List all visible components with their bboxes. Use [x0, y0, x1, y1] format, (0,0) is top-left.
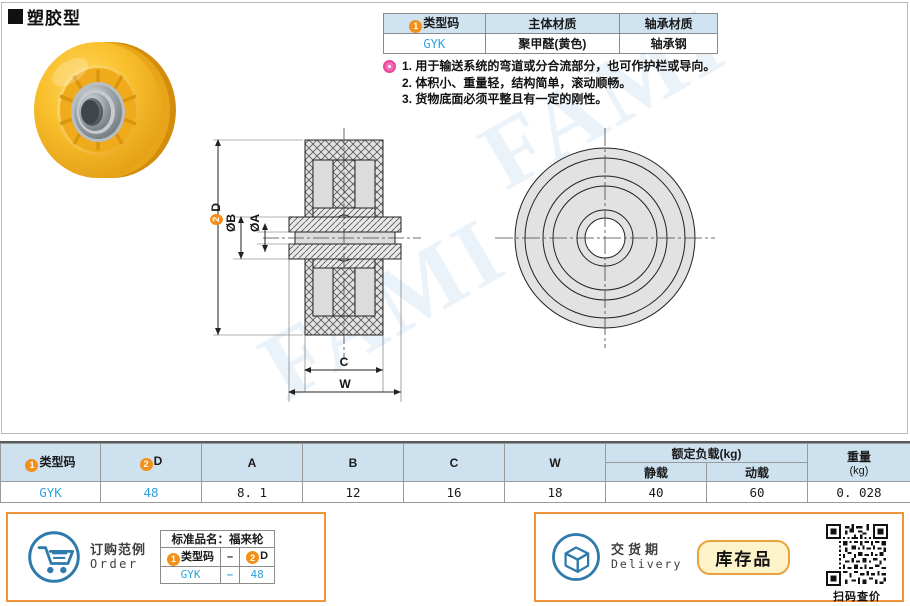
marker-1-icon: 1	[409, 19, 423, 33]
product-photo	[12, 28, 202, 188]
spec-cell-c: 16	[403, 481, 505, 503]
order-label-en: Order	[90, 556, 139, 571]
spec-table-top-border	[0, 441, 910, 444]
note-item-3: 3. 货物底面必须平整且有一定的刚性。	[402, 92, 608, 106]
spec-header-load-dynamic: 动载	[706, 462, 808, 482]
material-value-type-code: GYK	[383, 33, 486, 54]
material-header-body-material: 主体材质	[484, 13, 621, 34]
marker-2-icon: 2	[209, 213, 223, 225]
note-item-1: 1. 用于输送系统的弯道或分合流部分，也可作护栏或导向。	[402, 59, 716, 73]
marker-2-icon: 2	[139, 457, 153, 471]
marker-2-icon: 2	[246, 551, 260, 565]
spec-cell-w: 18	[504, 481, 606, 503]
note-item-2: 2. 体积小、重量轻，结构简单，滚动顺畅。	[402, 75, 632, 90]
order-value-d: 48	[239, 565, 276, 584]
order-table-title: 标准品名：福来轮	[160, 530, 276, 549]
spec-header-b: B	[302, 443, 404, 482]
table-row: GYK 48 8. 1 12 16 18 40 60 0. 028	[0, 481, 910, 503]
delivery-label-en: Delivery	[611, 556, 683, 571]
wheel-photo-image	[34, 42, 176, 178]
spec-header-weight: 重量 (kg)	[807, 443, 910, 482]
order-label-cn: 订购范例	[90, 541, 147, 557]
status-badge: 库存品	[697, 539, 791, 575]
order-value-type-code: GYK	[160, 565, 222, 584]
package-box-icon	[552, 533, 600, 581]
material-value-body-material: 聚甲醛(黄色)	[484, 33, 621, 54]
marker-1-icon: 1	[25, 458, 39, 472]
dim-label-phi-b: ØB	[224, 214, 238, 232]
spec-header-w: W	[504, 443, 606, 482]
dim-label-w: W	[339, 377, 351, 391]
delivery-label-cn: 交货期	[611, 541, 663, 557]
qr-code-block[interactable]: 扫码查价	[826, 524, 888, 604]
spec-header-a: A	[201, 443, 303, 482]
order-col-separator: –	[220, 547, 241, 567]
spec-header-weight-line2: (kg)	[849, 465, 869, 477]
qr-caption: 扫码查价	[833, 591, 881, 603]
spec-cell-weight: 0. 028	[807, 481, 910, 503]
order-table-title-row: 标准品名：福来轮	[160, 530, 276, 549]
black-square-icon	[8, 9, 23, 24]
spec-cell-a: 8. 1	[201, 481, 303, 503]
spec-cell-load-dynamic: 60	[706, 481, 808, 503]
dim-label-phi-a: ØA	[248, 214, 262, 232]
spec-header-load-group: 额定负载(kg)	[605, 443, 808, 463]
spec-cell-b: 12	[302, 481, 404, 503]
spec-cell-load-static: 40	[605, 481, 707, 503]
notes-block: 1. 用于输送系统的弯道或分合流部分，也可作护栏或导向。 2. 体积小、重量轻，…	[383, 58, 728, 108]
technical-drawing: ØB ØA C W	[213, 128, 715, 402]
qr-code-icon[interactable]	[826, 524, 888, 586]
marker-1-icon: 1	[167, 552, 181, 566]
page-title-text: 塑胶型	[27, 9, 81, 28]
spec-header-load-static: 静载	[605, 462, 707, 482]
material-header-type-code-label: 类型码	[423, 16, 460, 31]
shopping-cart-icon	[28, 531, 80, 583]
dim-label-d-text: D	[209, 203, 223, 212]
material-value-bearing-material: 轴承钢	[619, 33, 718, 54]
note-bullet-icon	[383, 60, 396, 73]
drawing-frame: FAMI FAMI	[1, 0, 908, 434]
order-table-value-row: GYK – 48	[160, 565, 276, 584]
material-table-row: GYK 聚甲醛(黄色) 轴承钢	[383, 33, 718, 54]
page-title: 塑胶型	[8, 4, 81, 29]
material-header-bearing-material: 轴承材质	[619, 13, 718, 34]
order-col-d-label: D	[260, 549, 269, 562]
dim-label-c: C	[340, 355, 349, 369]
spec-header-row-2: 静载 动载	[1, 462, 910, 482]
spec-header-c: C	[403, 443, 505, 482]
spec-cell-type-code: GYK	[0, 481, 101, 503]
spec-header-weight-line1: 重量	[846, 450, 871, 464]
delivery-panel: 交货期 Delivery 库存品	[534, 512, 904, 604]
order-col-type-code-label: 类型码	[181, 551, 215, 564]
spec-cell-d: 48	[100, 481, 202, 503]
spec-header-type-code-label: 类型码	[39, 455, 76, 470]
order-value-separator: –	[220, 565, 241, 584]
spec-header-d-label: D	[153, 454, 163, 469]
